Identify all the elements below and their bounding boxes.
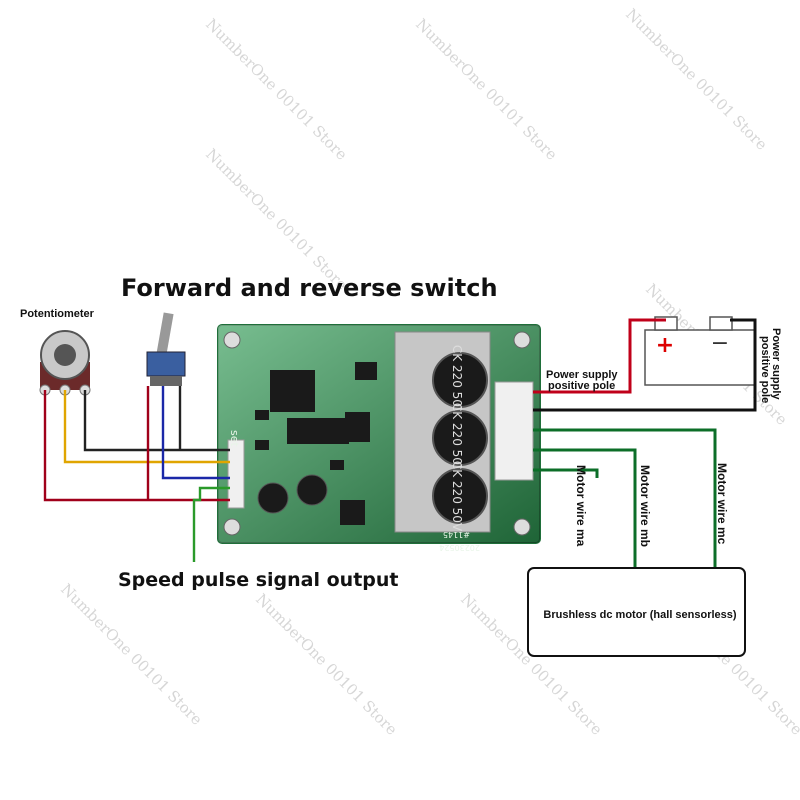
wire-red-pot [43, 390, 230, 502]
potentiometer [39, 330, 91, 396]
wire-blue-switch [161, 386, 230, 480]
watermark-1: NumberOne 00101 Store [202, 15, 351, 164]
small-capacitor [257, 474, 328, 514]
right-connector [494, 381, 534, 481]
watermark-3: NumberOne 00101 Store [622, 5, 771, 154]
circuit-board: CK 220 50V CK 220 50V CK 220 50V set 202… [217, 324, 541, 552]
battery-minus-sign: − [711, 331, 729, 356]
motor-wire-label-1: Motor wire ma [574, 465, 588, 547]
ic-chip [270, 370, 315, 412]
power-label-vertical-1: Power supply [770, 328, 782, 400]
speed-signal-label: Speed pulse signal output [118, 569, 399, 591]
motor-label: Brushless dc motor (hall sensorless) [543, 609, 737, 621]
mount-hole [223, 331, 241, 349]
wire-yellow-pot [63, 390, 230, 464]
ic-chip [345, 412, 370, 442]
capacitor-2: CK 220 50V [432, 403, 488, 474]
power-label-horizontal-1: Power supply [546, 369, 618, 381]
watermark-4: NumberOne 00101 Store [202, 145, 351, 294]
potentiometer-knob [54, 344, 76, 366]
watermark-7: NumberOne 00101 Store [252, 590, 401, 739]
ic-chip [287, 418, 349, 444]
toggle-switch [146, 312, 186, 386]
battery-plus-sign: + [656, 333, 674, 358]
mount-hole [513, 518, 531, 536]
transistor [340, 500, 365, 525]
switch-title: Forward and reverse switch [121, 274, 498, 302]
power-wires [533, 318, 757, 412]
power-label-horizontal-2: positive pole [548, 380, 615, 392]
watermark-2: NumberOne 00101 Store [412, 15, 561, 164]
mount-hole [513, 331, 531, 349]
capacitor-label: CK 220 50V [450, 461, 464, 532]
potentiometer-label: Potentiometer [20, 308, 95, 320]
board-id: #1145 [443, 530, 470, 539]
motor-wire-2 [533, 448, 637, 575]
wire-green-signal [192, 486, 230, 562]
capacitor-label: CK 220 50V [450, 403, 464, 474]
left-connector [227, 439, 245, 509]
motor-wires [533, 428, 717, 575]
capacitor-3: CK 220 50V [432, 461, 488, 532]
wire-power-red [533, 318, 666, 394]
motor-wire-label-2: Motor wire mb [638, 465, 652, 547]
control-wires [43, 386, 230, 562]
battery: + − [644, 316, 756, 386]
motor-wire-3 [533, 468, 599, 478]
power-label-vertical-2: positive pole [759, 336, 771, 403]
capacitor-label: CK 220 50V [450, 345, 464, 416]
transistor [355, 362, 377, 380]
wire-power-black [533, 318, 757, 412]
set-label: set [228, 430, 241, 447]
motor-box [527, 567, 746, 657]
motor-wire-label-3: Motor wire mc [715, 463, 729, 545]
motor-wire-1 [533, 428, 717, 575]
wire-black-pot [83, 390, 230, 452]
capacitor-1: CK 220 50V [432, 345, 488, 416]
board-date: 20230524 [439, 543, 480, 552]
mount-hole [223, 518, 241, 536]
watermark-6: NumberOne 00101 Store [57, 580, 206, 729]
